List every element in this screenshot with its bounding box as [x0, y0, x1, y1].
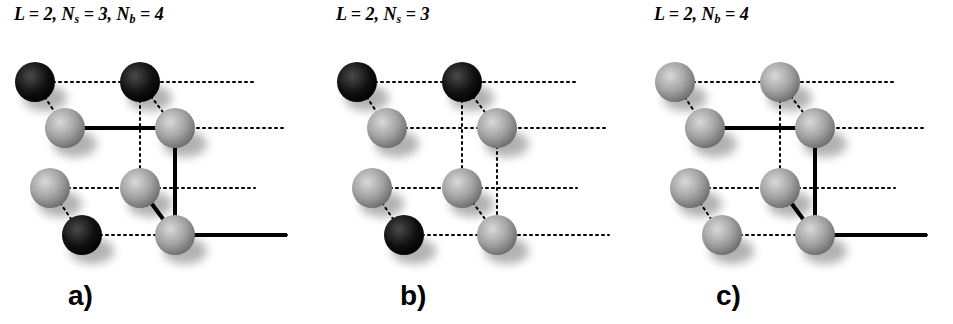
black-site [337, 62, 377, 102]
grey-site [795, 108, 835, 148]
grey-site [795, 215, 835, 255]
grey-site [477, 215, 517, 255]
grey-site [477, 108, 517, 148]
grey-site [30, 168, 70, 208]
grey-site [670, 168, 710, 208]
panel-label: a) [68, 280, 93, 312]
black-site [442, 62, 482, 102]
parameter-heading: L = 2, Nb = 4 [654, 4, 749, 25]
grey-site [760, 168, 800, 208]
lattice-panel [15, 62, 287, 264]
grey-site [155, 108, 195, 148]
black-site [120, 62, 160, 102]
lattice-panel [655, 62, 927, 264]
grey-site [442, 168, 482, 208]
grey-site [155, 215, 195, 255]
black-site [62, 215, 102, 255]
grey-site [760, 62, 800, 102]
grey-site [685, 108, 725, 148]
grey-site [120, 168, 160, 208]
grey-site [702, 215, 742, 255]
black-site [384, 215, 424, 255]
grey-site [45, 108, 85, 148]
grey-site [367, 108, 407, 148]
panel-label: b) [400, 280, 426, 312]
parameter-heading: L = 2, Ns = 3, Nb = 4 [14, 4, 164, 25]
black-site [15, 62, 55, 102]
grey-site [352, 168, 392, 208]
grey-site [655, 62, 695, 102]
lattice-panel [337, 62, 609, 264]
panel-label: c) [716, 280, 741, 312]
parameter-heading: L = 2, Ns = 3 [336, 4, 430, 25]
